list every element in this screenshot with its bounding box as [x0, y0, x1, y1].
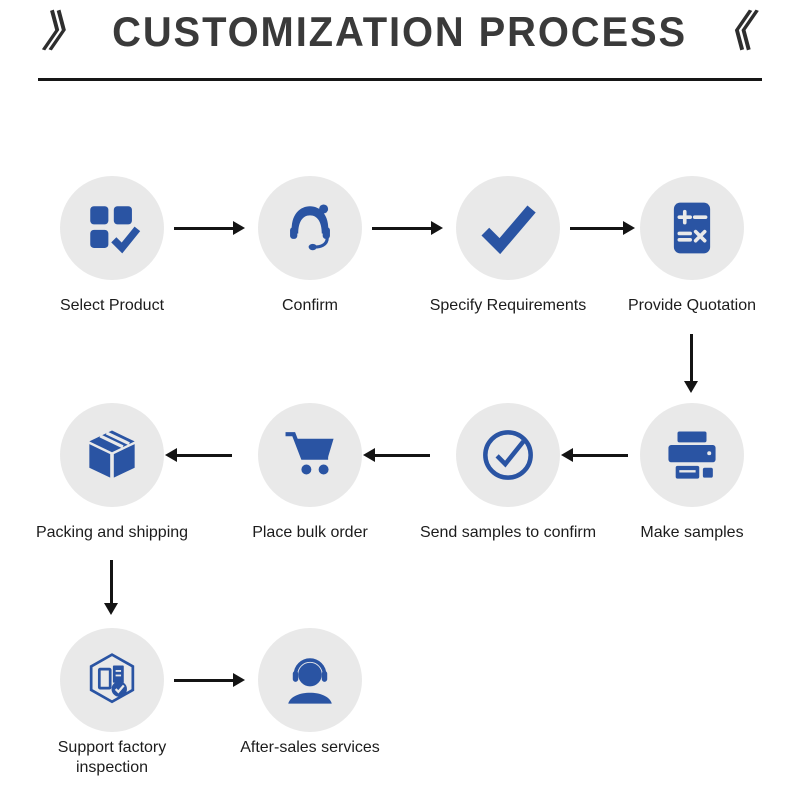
arrow-right-icon — [174, 673, 245, 687]
arrow-right-icon — [372, 221, 443, 235]
step-label-make-samples: Make samples — [640, 524, 744, 541]
step-label-packing-shipping: Packing and shipping — [35, 524, 189, 541]
arrow-down-icon — [104, 560, 118, 615]
product-grid-icon — [90, 206, 141, 254]
printer-icon — [668, 431, 716, 479]
arrow-right-icon — [570, 221, 635, 235]
arrow-left-icon — [561, 448, 628, 462]
after-sales-headset-icon — [288, 658, 332, 704]
step-circle-provide-quotation — [640, 176, 744, 280]
title-decor-right-icon: 《 — [707, 8, 760, 55]
step-label-confirm: Confirm — [281, 297, 338, 314]
circle-check-icon — [483, 430, 533, 480]
arrow-left-icon — [165, 448, 232, 462]
step-circle-select-product — [60, 176, 164, 280]
step-label-place-bulk-order: Place bulk order — [252, 524, 368, 541]
title-underline — [38, 78, 762, 81]
step-label-specify-requirements: Specify Requirements — [429, 297, 587, 314]
step-circle-after-sales — [258, 628, 362, 732]
checkmark-icon — [481, 205, 536, 255]
shopping-cart-icon — [285, 432, 334, 475]
step-circle-place-bulk-order — [258, 403, 362, 507]
step-label-after-sales: After-sales services — [240, 739, 380, 756]
step-circle-send-samples — [456, 403, 560, 507]
title-decor-left-icon: 》 — [40, 8, 93, 55]
step-label-select-product: Select Product — [59, 297, 165, 314]
page-title: CUSTOMIZATION PROCESS — [112, 8, 688, 55]
arrow-left-icon — [363, 448, 430, 462]
factory-inspection-icon — [89, 653, 135, 704]
step-circle-make-samples — [640, 403, 744, 507]
arrow-right-icon — [174, 221, 245, 235]
step-circle-factory-inspection — [60, 628, 164, 732]
step-circle-confirm — [258, 176, 362, 280]
arrow-down-icon — [684, 334, 698, 393]
customer-service-icon — [290, 204, 330, 251]
title-row: 》 CUSTOMIZATION PROCESS 《 — [0, 8, 800, 56]
step-label-send-samples: Send samples to confirm — [419, 524, 597, 541]
step-circle-packing-shipping — [60, 403, 164, 507]
step-circle-specify-requirements — [456, 176, 560, 280]
step-label-provide-quotation: Provide Quotation — [627, 297, 757, 314]
calculator-icon — [673, 202, 711, 254]
step-label-factory-inspection: Support factory inspection — [57, 739, 167, 776]
shipping-box-icon — [89, 430, 135, 478]
